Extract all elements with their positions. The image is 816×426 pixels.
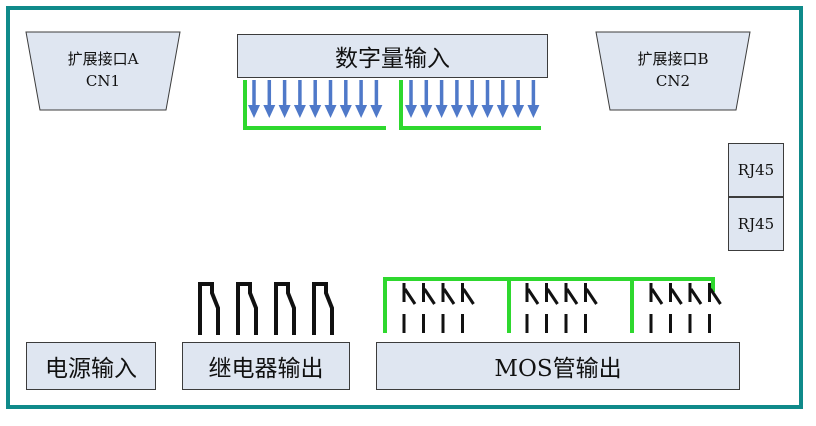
mos-switch-blade-1-3 <box>442 288 456 305</box>
relay-contact-3 <box>274 282 296 335</box>
rj45-top-label: RJ45 <box>737 161 775 179</box>
input-arrow-head-2-9 <box>527 105 540 118</box>
input-arrow-head-1-5 <box>309 105 322 118</box>
cn2-connector: 扩展接口B CN2 <box>596 48 750 92</box>
input-arrow-head-1-4 <box>293 105 306 118</box>
digital-input-label: 数字量输入 <box>335 46 450 72</box>
relay-contact-4 <box>312 282 334 335</box>
power-input-label: 电源输入 <box>45 356 137 382</box>
input-arrow-head-2-1 <box>405 105 417 118</box>
input-arrow-head-1-2 <box>263 105 276 118</box>
mos-switch-blade-3-1 <box>650 288 664 305</box>
relay-contact-2 <box>236 282 258 335</box>
input-arrow-head-2-8 <box>512 105 525 118</box>
mos-output-label: MOS管输出 <box>494 356 622 382</box>
cn1-connector: 扩展接口A CN1 <box>26 48 180 92</box>
cn1-port: CN1 <box>85 72 121 90</box>
cn2-label: 扩展接口B <box>637 50 709 68</box>
relay-output-label: 继电器输出 <box>208 356 324 382</box>
cn2-connector-shape <box>595 31 751 111</box>
mos-switch-blade-3-4 <box>709 288 722 305</box>
mos-switch-blade-1-4 <box>462 288 475 305</box>
input-arrow-head-2-6 <box>481 105 494 118</box>
mos-switch-blade-3-2 <box>670 288 683 305</box>
cn1-label: 扩展接口A <box>67 50 139 68</box>
mos-output-box: MOS管输出 <box>376 342 740 390</box>
mos-switch-blade-2-3 <box>565 288 579 305</box>
input-arrow-head-1-1 <box>248 105 260 118</box>
input-arrow-head-1-3 <box>278 105 291 118</box>
digital-input-box: 数字量输入 <box>237 34 548 78</box>
input-arrow-head-2-7 <box>496 105 509 118</box>
cn1-connector-shape <box>25 31 181 111</box>
relay-output-box: 继电器输出 <box>182 342 350 390</box>
rj45-port-top: RJ45 <box>728 143 784 197</box>
input-green-bus-1 <box>243 80 386 130</box>
input-arrow-head-2-3 <box>435 105 448 118</box>
input-arrow-head-1-9 <box>370 105 383 118</box>
input-arrow-head-2-4 <box>450 105 463 118</box>
cn2-port: CN2 <box>655 72 691 90</box>
relay-contact-1 <box>198 282 220 335</box>
input-arrow-head-1-6 <box>324 105 337 118</box>
input-arrow-head-2-2 <box>420 105 433 118</box>
mos-green-bus <box>383 277 715 333</box>
input-green-bus-2 <box>399 80 541 130</box>
input-arrow-head-1-7 <box>339 105 352 118</box>
rj45-port-bottom: RJ45 <box>728 197 784 251</box>
mos-switch-blade-2-2 <box>546 288 559 305</box>
input-arrow-head-1-8 <box>355 105 368 118</box>
mos-switch-blade-2-1 <box>526 288 540 305</box>
rj45-bottom-label: RJ45 <box>737 215 775 233</box>
mos-switch-blade-1-2 <box>423 288 436 305</box>
mos-switch-blade-2-4 <box>585 288 598 305</box>
power-input-box: 电源输入 <box>26 342 156 390</box>
mos-switch-blade-1-1 <box>403 288 417 305</box>
mos-switch-blade-3-3 <box>689 288 703 305</box>
input-arrow-head-2-5 <box>466 105 479 118</box>
